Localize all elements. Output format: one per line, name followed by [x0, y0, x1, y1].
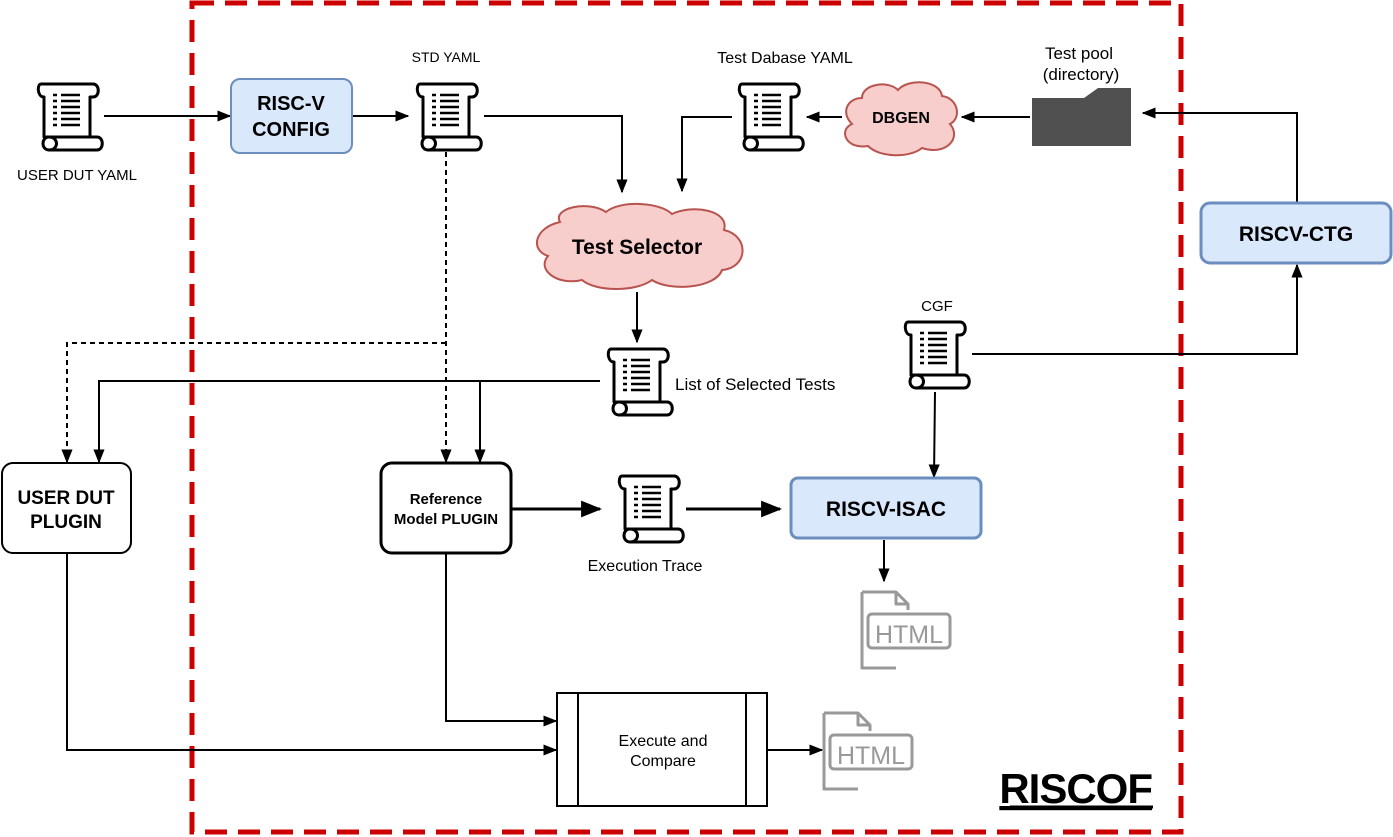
user-dut-plugin-label-line2: PLUGIN: [30, 512, 102, 533]
riscv-isac-label: RISCV-ISAC: [826, 498, 946, 521]
test-pool-label-line2: (directory): [1043, 65, 1120, 84]
execution-trace-label: Execution Trace: [588, 558, 703, 575]
riscv-ctg-box: [1199, 201, 1393, 265]
test-db-yaml-label: Test Dabase YAML: [717, 50, 853, 67]
riscof-title: RISCOF: [999, 765, 1152, 812]
test-selector-label: Test Selector: [572, 236, 702, 259]
isac-html-file-icon: HTML: [860, 590, 952, 670]
compare-html-file-icon: HTML: [822, 711, 914, 791]
riscv-config-label-line1: RISC-V: [257, 93, 325, 115]
test-pool-label-line1: Test pool: [1045, 44, 1113, 63]
cgf-label: CGF: [921, 298, 953, 315]
connectors: [66, 107, 1303, 756]
list-selected-document-icon: [606, 347, 674, 417]
execute-compare-box: [556, 692, 768, 807]
cgf-document-icon: [903, 320, 971, 390]
test-selector-cloud: [536, 202, 744, 290]
compare-html-icon-text: HTML: [837, 742, 905, 770]
ref-model-plugin-label-line1: Reference: [410, 491, 483, 508]
execute-compare-label-line1: Execute and: [619, 733, 708, 750]
riscv-config-box: [230, 78, 353, 154]
isac-html-icon-text: HTML: [875, 621, 943, 649]
execution-trace-document-icon: [617, 474, 685, 544]
riscv-isac-box: [789, 476, 983, 540]
ref-model-plugin-box: [379, 461, 513, 555]
test-pool-folder-icon: [1032, 88, 1131, 146]
riscv-config-label-line2: CONFIG: [252, 119, 330, 141]
list-selected-label: List of Selected Tests: [675, 375, 835, 394]
user-dut-plugin-label-line1: USER DUT: [17, 488, 115, 509]
test-db-yaml-document-icon: [737, 82, 805, 152]
std-yaml-label: STD YAML: [412, 49, 481, 65]
dbgen-cloud: [844, 81, 958, 157]
riscof-boundary: [189, 0, 1184, 835]
ref-model-plugin-label-line2: Model PLUGIN: [394, 511, 498, 528]
user-dut-plugin-box: [1, 462, 132, 554]
std-yaml-document-icon: [415, 82, 483, 152]
user-dut-yaml-document-icon: [36, 82, 104, 152]
execute-compare-label-line2: Compare: [630, 753, 696, 770]
dbgen-label: DBGEN: [872, 110, 930, 127]
riscv-ctg-label: RISCV-CTG: [1239, 223, 1353, 246]
dashed-connectors: [61, 152, 452, 464]
user-dut-yaml-label: USER DUT YAML: [17, 167, 137, 184]
